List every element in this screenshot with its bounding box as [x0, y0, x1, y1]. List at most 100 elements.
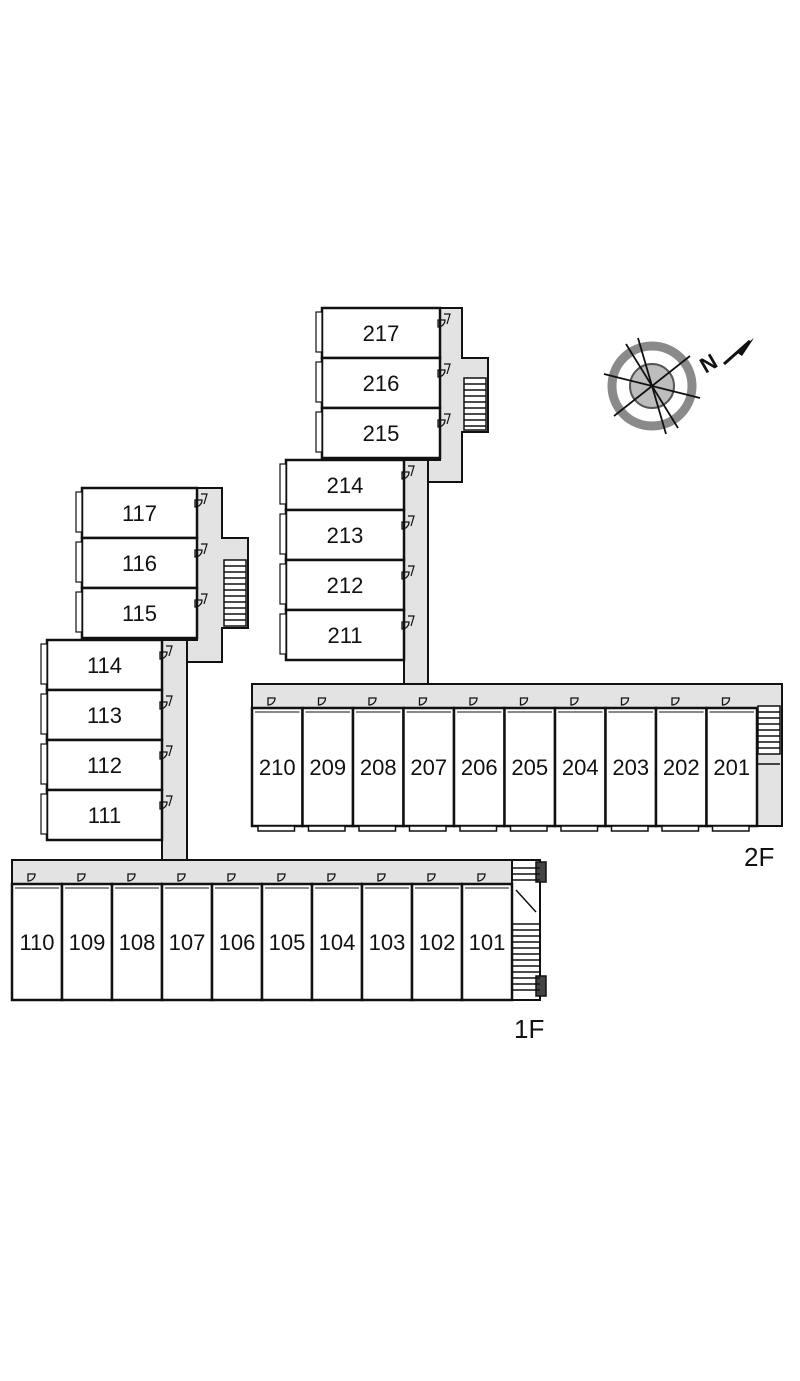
room-outline	[160, 882, 214, 1002]
room-outline	[705, 706, 759, 828]
room-113: 113	[40, 688, 173, 742]
room-number: 206	[461, 755, 498, 780]
corridor-2f-spine	[403, 459, 429, 687]
room-number: 208	[360, 755, 397, 780]
room-number: 101	[469, 930, 506, 955]
stair-1f-main	[511, 859, 547, 1001]
room-outline	[654, 706, 708, 828]
room-number: 116	[122, 551, 157, 576]
room-outline	[320, 306, 442, 360]
room-outline	[301, 706, 355, 828]
room-number: 114	[87, 653, 122, 678]
room-206: 206	[452, 697, 506, 832]
room-109: 109	[60, 873, 114, 1002]
room-209: 209	[301, 697, 355, 832]
compass-rose-icon: N	[603, 337, 754, 435]
room-115: 115	[75, 586, 208, 640]
room-outline	[402, 706, 456, 828]
room-number: 104	[319, 930, 356, 955]
room-107: 107	[160, 873, 214, 1002]
room-outline	[60, 882, 114, 1002]
corridor-1f-spine	[161, 639, 188, 863]
room-211: 211	[279, 608, 415, 662]
stairs	[223, 377, 781, 1001]
room-number: 207	[410, 755, 447, 780]
room-number: 202	[663, 755, 700, 780]
stair-1f-upper	[223, 559, 247, 627]
room-number: 115	[122, 601, 157, 626]
room-216: 216	[315, 356, 451, 410]
room-214: 214	[279, 458, 415, 512]
room-117: 117	[75, 486, 208, 540]
room-number: 213	[327, 523, 364, 548]
room-114: 114	[40, 638, 173, 692]
room-number: 102	[419, 930, 456, 955]
floor-label-1f: 1F	[514, 1014, 544, 1044]
room-number: 117	[122, 501, 157, 526]
room-number: 106	[219, 930, 256, 955]
room-number: 212	[327, 573, 364, 598]
floor-label-2f: 2F	[744, 842, 774, 872]
room-outline	[284, 608, 406, 662]
room-number: 204	[562, 755, 599, 780]
room-number: 111	[88, 803, 121, 828]
room-outline	[80, 536, 199, 590]
room-number: 216	[363, 371, 400, 396]
room-number: 215	[363, 421, 400, 446]
corridor-2f-upper	[427, 307, 489, 483]
room-number: 110	[19, 930, 54, 955]
room-number: 108	[119, 930, 156, 955]
room-217: 217	[315, 306, 451, 360]
room-number: 211	[327, 623, 362, 648]
room-outline	[260, 882, 314, 1002]
room-outline	[351, 706, 405, 828]
room-101: 101	[460, 873, 514, 1002]
room-outline	[45, 738, 164, 792]
room-number: 107	[169, 930, 206, 955]
room-number: 209	[309, 755, 346, 780]
room-215: 215	[315, 406, 451, 460]
room-number: 105	[269, 930, 306, 955]
room-204: 204	[553, 697, 607, 832]
corridor-1f-main	[11, 859, 513, 885]
room-outline	[320, 356, 442, 410]
room-number: 103	[369, 930, 406, 955]
room-outline	[503, 706, 557, 828]
room-103: 103	[360, 873, 414, 1002]
room-outline	[284, 558, 406, 612]
room-number: 109	[69, 930, 106, 955]
room-outline	[452, 706, 506, 828]
room-202: 202	[654, 697, 708, 832]
compass-north-label: N	[695, 349, 721, 379]
room-102: 102	[410, 873, 464, 1002]
room-203: 203	[604, 697, 658, 832]
room-number: 214	[327, 473, 364, 498]
room-number: 113	[87, 703, 122, 728]
room-112: 112	[40, 738, 173, 792]
room-105: 105	[260, 873, 314, 1002]
room-outline	[210, 882, 264, 1002]
room-outline	[320, 406, 442, 460]
room-201: 201	[705, 697, 759, 832]
room-213: 213	[279, 508, 415, 562]
room-number: 205	[511, 755, 548, 780]
room-207: 207	[402, 697, 456, 832]
room-116: 116	[75, 536, 208, 590]
room-number: 217	[363, 321, 400, 346]
room-outline	[410, 882, 464, 1002]
compass-ring	[607, 341, 697, 431]
room-111: 111	[40, 788, 173, 842]
room-212: 212	[279, 558, 415, 612]
room-number: 203	[612, 755, 649, 780]
room-number: 112	[87, 753, 122, 778]
room-106: 106	[210, 873, 264, 1002]
room-110: 110	[10, 873, 64, 1002]
room-104: 104	[310, 873, 364, 1002]
room-outline	[460, 882, 514, 1002]
room-number: 201	[713, 755, 750, 780]
room-108: 108	[110, 873, 164, 1002]
room-208: 208	[351, 697, 405, 832]
room-210: 210	[250, 697, 304, 832]
